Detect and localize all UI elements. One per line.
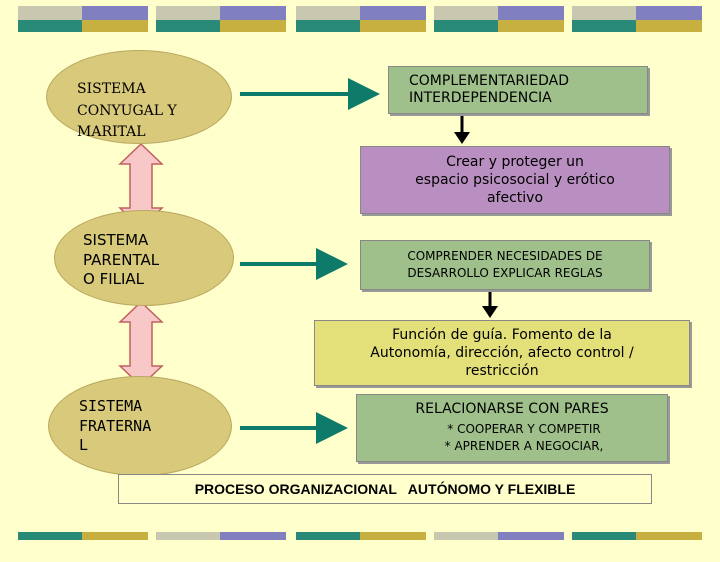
node-sistema-parental-label: SISTEMA PARENTAL O FILIAL: [83, 231, 160, 288]
node-sistema-fraterna-label: SISTEMA FRATERNA L: [79, 397, 152, 454]
box-relacionarse-title: RELACIONARSE CON PARES: [415, 401, 609, 418]
diagram-connectors: [118, 78, 498, 444]
node-sistema-parental: SISTEMA PARENTAL O FILIAL: [54, 210, 234, 306]
box-relacionarse: RELACIONARSE CON PARES * COOPERAR Y COMP…: [356, 394, 668, 462]
node-sistema-fraterna: SISTEMA FRATERNA L: [48, 376, 232, 476]
top-decorative-stripes: [0, 6, 720, 36]
box-funcion-guia-text: Función de guía. Fomento de la Autonomía…: [370, 326, 634, 380]
box-crear-proteger: Crear y proteger un espacio psicosocial …: [360, 146, 670, 214]
box-complementariedad: COMPLEMENTARIEDAD INTERDEPENDENCIA: [388, 66, 648, 114]
box-comprender-text: COMPRENDER NECESIDADES DE DESARROLLO EXP…: [407, 249, 603, 280]
box-proceso-organizacional: PROCESO ORGANIZACIONAL AUTÓNOMO Y FLEXIB…: [118, 474, 652, 504]
bottom-decorative-stripes: [0, 532, 720, 562]
box-proceso-organizacional-text: PROCESO ORGANIZACIONAL AUTÓNOMO Y FLEXIB…: [194, 481, 576, 497]
arrow-down-complementariedad-to-crear: [454, 116, 470, 144]
double-arrow-parental-fraterna: [118, 300, 164, 388]
box-relacionarse-item-1: * COOPERAR Y COMPETIR: [447, 422, 601, 437]
box-relacionarse-item-2: * APRENDER A NEGOCIAR,: [444, 439, 604, 453]
box-comprender: COMPRENDER NECESIDADES DE DESARROLLO EXP…: [360, 240, 650, 290]
node-sistema-conyugal: SISTEMA CONYUGAL Y MARITAL: [46, 50, 232, 144]
arrow-down-comprender-to-funcion: [482, 292, 498, 318]
node-sistema-conyugal-label: SISTEMA CONYUGAL Y MARITAL: [77, 81, 177, 141]
box-complementariedad-text: COMPLEMENTARIEDAD INTERDEPENDENCIA: [409, 72, 569, 107]
box-crear-proteger-text: Crear y proteger un espacio psicosocial …: [415, 153, 615, 207]
box-funcion-guia: Función de guía. Fomento de la Autonomía…: [314, 320, 690, 386]
